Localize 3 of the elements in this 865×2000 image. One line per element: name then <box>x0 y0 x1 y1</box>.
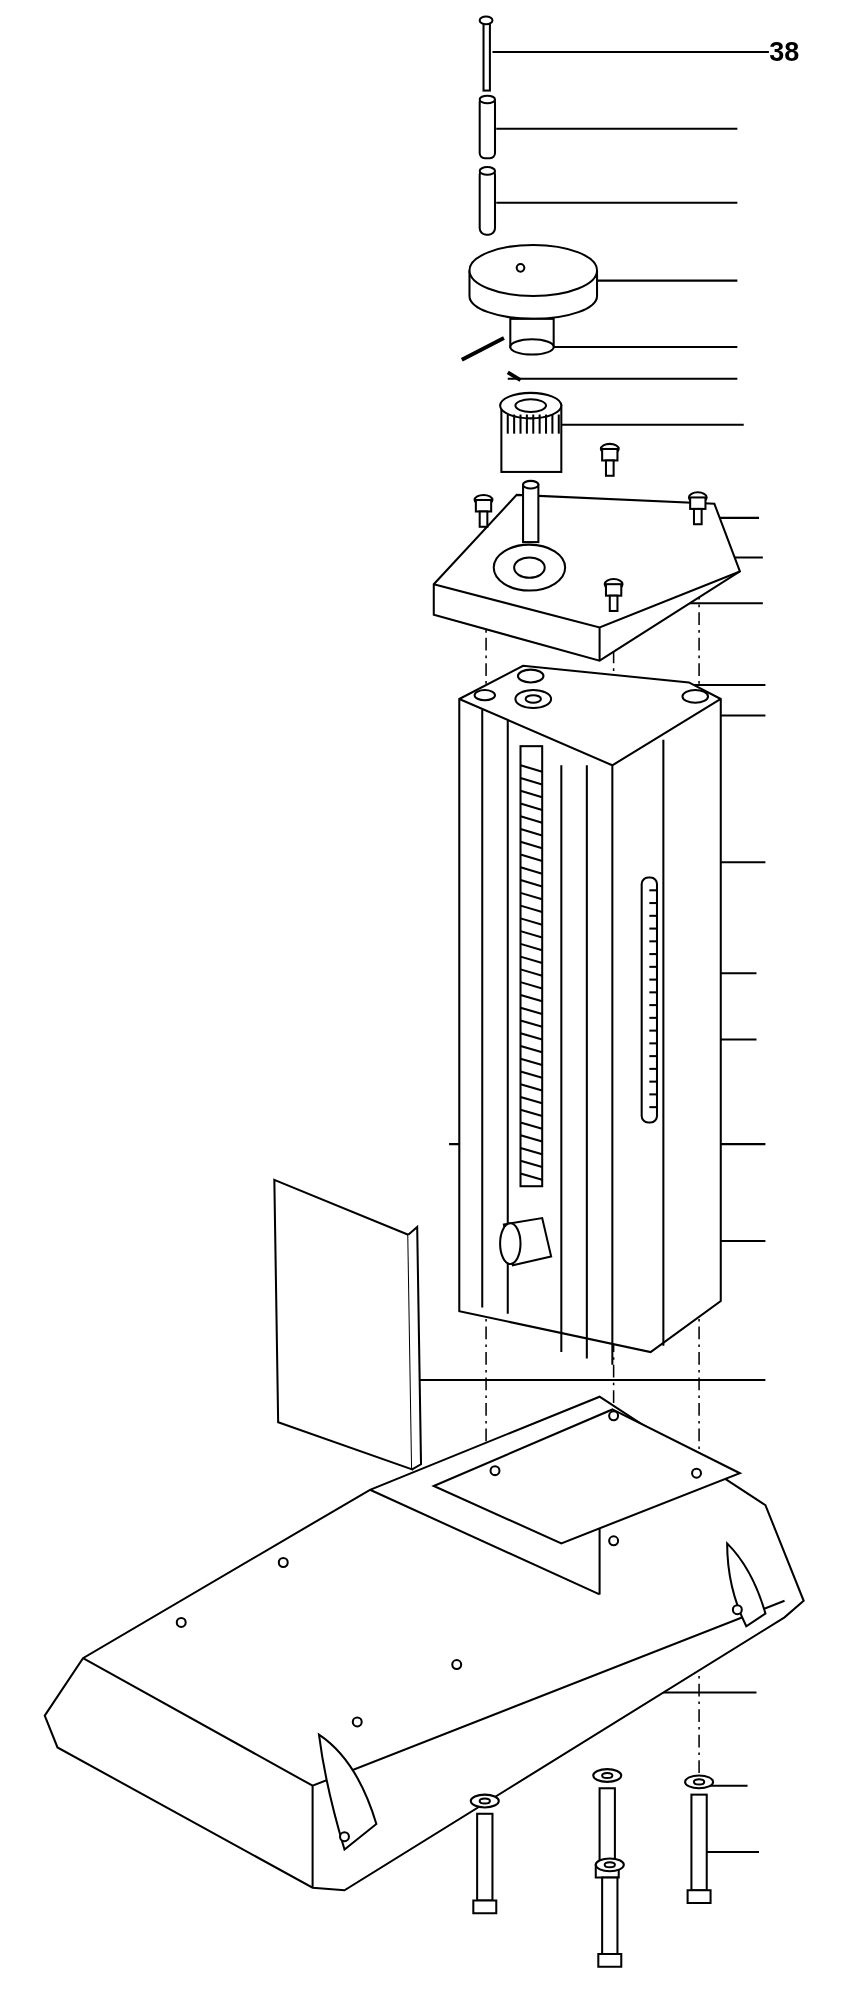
leader-line <box>492 50 769 53</box>
callout-number: 38 <box>769 37 800 67</box>
screw-drawing <box>478 15 494 92</box>
